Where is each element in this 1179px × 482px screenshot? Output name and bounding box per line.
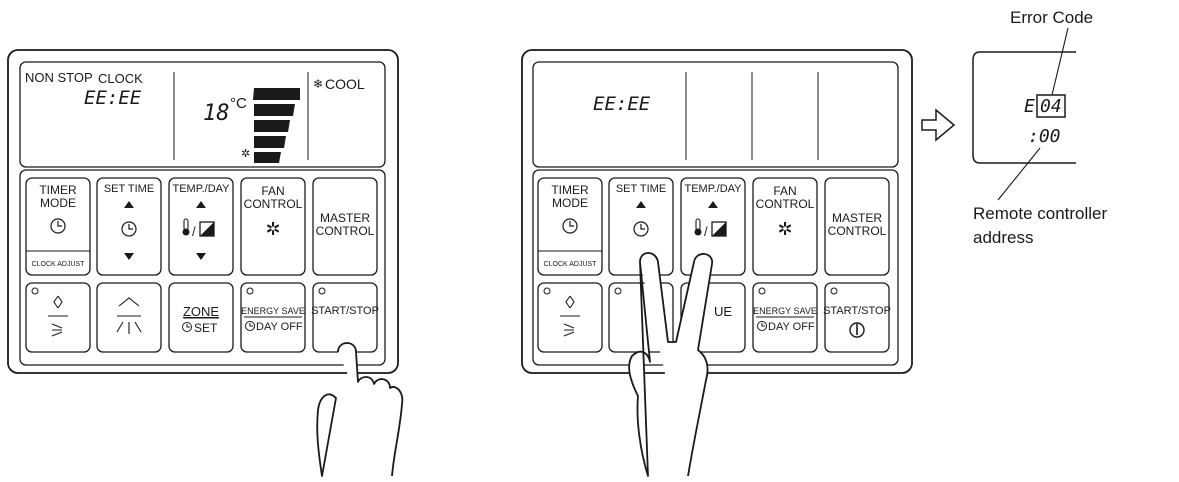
right-remote-controller: EE:EE TIMER MODE CLOCK ADJUST SET TIME T… (522, 50, 912, 476)
set-time-label: SET TIME (616, 183, 666, 195)
fan-speed-bar (253, 88, 300, 100)
fan-control-button[interactable]: FAN CONTROL ✲ (753, 178, 817, 275)
zone-set-label: SET (194, 321, 218, 335)
master-control-label: MASTER (832, 211, 882, 225)
lcd-display (533, 62, 898, 167)
swing-button[interactable] (97, 283, 161, 352)
master-control-button[interactable]: MASTER CONTROL (313, 178, 377, 275)
master-control-label: CONTROL (828, 224, 887, 238)
fan-speed-bar (254, 152, 281, 163)
master-control-button[interactable]: MASTER CONTROL (825, 178, 889, 275)
right-arrow-icon (922, 110, 954, 140)
temp-day-label: TEMP./DAY (684, 183, 742, 195)
error-code-value: 04 (1040, 96, 1062, 117)
zoomed-display: E 04 :00 (973, 52, 1076, 163)
day-off-label: DAY OFF (256, 321, 303, 333)
start-stop-label: START/STOP (823, 305, 891, 317)
clock-adjust-label: CLOCK ADJUST (32, 261, 86, 268)
temp-day-button[interactable]: TEMP./DAY / (169, 178, 233, 275)
fan-control-label: FAN (773, 184, 796, 198)
zone-label: ZONE (183, 304, 219, 319)
master-control-label: CONTROL (316, 224, 375, 238)
fan-icon: ✲ (265, 219, 280, 239)
set-time-label: SET TIME (104, 183, 154, 195)
fan-speed-bar (254, 136, 286, 148)
timer-mode-label: TIMER (551, 183, 589, 197)
fan-control-label: FAN (261, 184, 284, 198)
svg-text:/: / (192, 224, 196, 239)
fan-speed-bar (254, 120, 290, 132)
master-control-label: MASTER (320, 211, 370, 225)
energy-save-button[interactable]: ENERGY SAVE DAY OFF (753, 283, 817, 352)
timer-mode-label: TIMER (39, 183, 77, 197)
fan-icon: ✲ (241, 148, 250, 160)
error-prefix: E (1024, 96, 1035, 117)
day-night-icon (712, 222, 726, 236)
start-stop-button[interactable]: START/STOP (823, 283, 891, 352)
temperature-unit: °C (230, 95, 247, 112)
clock-label: CLOCK (98, 71, 143, 86)
left-remote-controller: NON STOP CLOCK EE:EE 18 °C ✲ ❄ COOL TIME… (8, 50, 402, 476)
fan-control-button[interactable]: FAN CONTROL ✲ (241, 178, 305, 275)
address-callout: address (973, 228, 1033, 247)
start-stop-button[interactable]: START/STOP (311, 283, 379, 352)
clock-readout: EE:EE (84, 87, 142, 109)
fan-control-label: CONTROL (756, 197, 815, 211)
non-stop-label: NON STOP (25, 70, 93, 85)
timer-mode-button[interactable]: TIMER MODE CLOCK ADJUST (26, 178, 90, 275)
svg-text:/: / (704, 224, 708, 239)
temperature-readout: 18 (203, 101, 230, 126)
fan-icon: ✲ (777, 219, 792, 239)
temp-day-button[interactable]: TEMP./DAY / (681, 178, 745, 275)
start-stop-label: START/STOP (311, 305, 379, 317)
cool-mode-label: COOL (325, 76, 365, 92)
address-callout: Remote controller (973, 204, 1108, 223)
fan-speed-bar (254, 104, 295, 116)
day-off-label: DAY OFF (768, 321, 815, 333)
energy-save-label: ENERGY SAVE (753, 306, 817, 316)
louver-button[interactable] (538, 283, 602, 352)
clock-adjust-label: CLOCK ADJUST (544, 261, 598, 268)
energy-save-label: ENERGY SAVE (241, 306, 305, 316)
temp-day-label: TEMP./DAY (172, 183, 230, 195)
day-night-icon (200, 222, 214, 236)
timer-mode-label: MODE (40, 196, 76, 210)
zone-label-partial: UE (714, 304, 732, 319)
fan-control-label: CONTROL (244, 197, 303, 211)
louver-button[interactable] (26, 283, 90, 352)
zone-button[interactable]: ZONE SET (169, 283, 233, 352)
snowflake-icon: ❄ (313, 77, 323, 91)
energy-save-button[interactable]: ENERGY SAVE DAY OFF (241, 283, 305, 352)
set-time-button[interactable]: SET TIME (97, 178, 161, 275)
timer-mode-label: MODE (552, 196, 588, 210)
clock-readout: EE:EE (593, 93, 651, 115)
controller-address-value: :00 (1028, 126, 1061, 147)
timer-mode-button[interactable]: TIMER MODE CLOCK ADJUST (538, 178, 602, 275)
error-code-callout: Error Code (1010, 8, 1093, 27)
